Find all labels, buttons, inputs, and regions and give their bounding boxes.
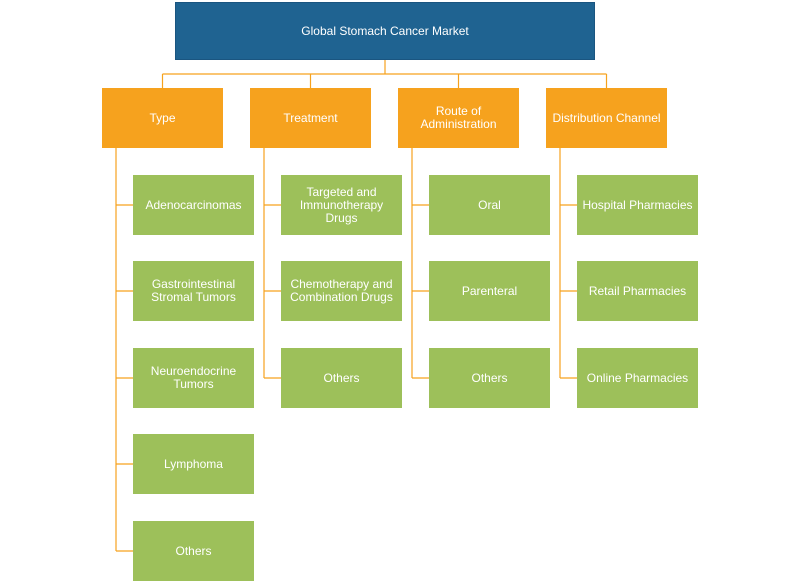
- segment-node: Hospital Pharmacies: [577, 175, 698, 235]
- segment-node: Lymphoma: [133, 434, 254, 494]
- segment-node: Online Pharmacies: [577, 348, 698, 408]
- category-node: Distribution Channel: [546, 88, 667, 148]
- root-node: Global Stomach Cancer Market: [175, 2, 595, 60]
- segment-node: Gastrointestinal Stromal Tumors: [133, 261, 254, 321]
- category-node: Treatment: [250, 88, 371, 148]
- segment-node: Parenteral: [429, 261, 550, 321]
- segment-node: Retail Pharmacies: [577, 261, 698, 321]
- segment-node: Chemotherapy and Combination Drugs: [281, 261, 402, 321]
- segment-node: Others: [133, 521, 254, 581]
- category-node: Route of Administration: [398, 88, 519, 148]
- segment-node: Others: [429, 348, 550, 408]
- segment-node: Targeted and Immunotherapy Drugs: [281, 175, 402, 235]
- segment-node: Neuroendocrine Tumors: [133, 348, 254, 408]
- segment-node: Oral: [429, 175, 550, 235]
- category-node: Type: [102, 88, 223, 148]
- segment-node: Others: [281, 348, 402, 408]
- segment-node: Adenocarcinomas: [133, 175, 254, 235]
